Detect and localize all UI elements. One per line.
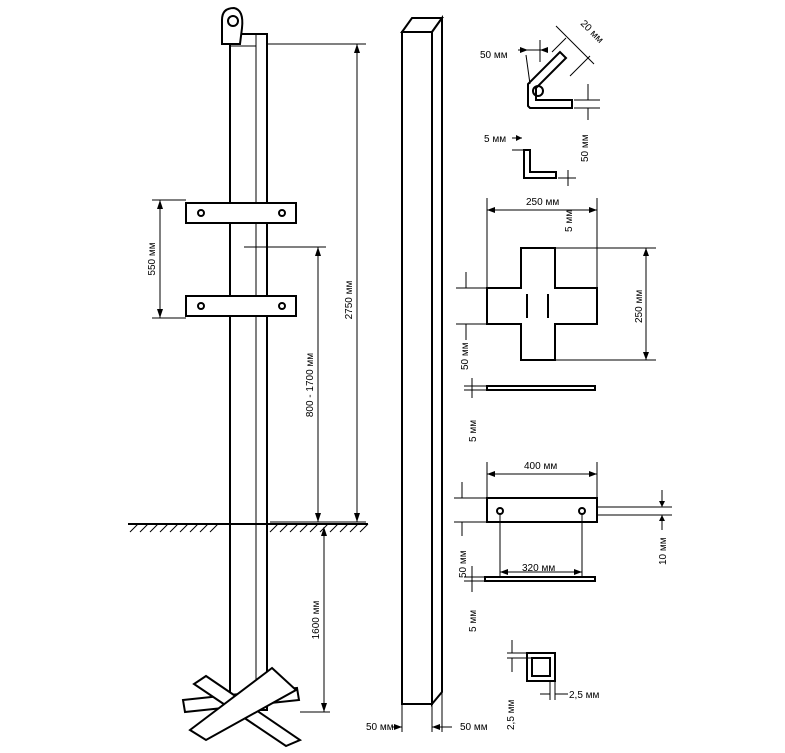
top-hook-hole <box>227 15 239 27</box>
angle-leg-label: 50 мм <box>580 134 591 162</box>
angle-thickness-label: 5 мм <box>484 134 506 145</box>
angle-bracket-hole <box>532 85 544 97</box>
cross-width-label: 250 мм <box>526 197 559 208</box>
bracket-bottom-hole-left <box>197 302 205 310</box>
angle-section <box>523 149 557 179</box>
cross-height-label: 250 мм <box>634 290 645 323</box>
square-tube: 2,5 мм 2,5 мм <box>506 640 600 730</box>
profile-width-right-label: 50 мм <box>460 722 488 733</box>
base-plate-c <box>188 666 298 742</box>
cross-thickness-label: 5 мм <box>468 420 479 442</box>
post-height-label: 2750 мм <box>344 280 355 319</box>
strip-thickness-label: 5 мм <box>468 610 479 632</box>
bracket-top-hole-left <box>197 209 205 217</box>
post-body <box>229 33 268 711</box>
post-assembly: 2750 мм 550 мм 800 - 1700 мм 1600 мм <box>128 6 369 748</box>
strip-plate: 400 мм 320 мм 50 мм 10 мм 5 мм <box>454 461 672 632</box>
strip-length-label: 400 мм <box>524 461 557 472</box>
cross-plate: 250 мм 250 мм 50 мм 5 мм <box>456 197 656 442</box>
strip-edge <box>484 576 596 582</box>
bracket-bottom-hole-right <box>278 302 286 310</box>
bracket-bottom <box>185 295 297 317</box>
tube-wall-label-2: 2,5 мм <box>569 690 600 701</box>
embed-depth-label: 1600 мм <box>311 600 322 639</box>
angle-bracket-shape <box>527 50 573 109</box>
strip-hole-spacing-label: 320 мм <box>522 563 555 574</box>
bracket-height-label: 800 - 1700 мм <box>305 353 316 417</box>
angle-side-label: 50 мм <box>480 50 508 61</box>
cross-plate-shape <box>486 247 598 361</box>
strip-height-label: 50 мм <box>458 550 469 578</box>
strip-hole-offset-label: 10 мм <box>658 537 669 565</box>
angle-thickness-label-2: 5 мм <box>564 210 575 232</box>
cross-plate-edge <box>486 385 596 391</box>
angle-hole-label: 20 мм <box>578 18 605 45</box>
cross-arm-label: 50 мм <box>460 342 471 370</box>
profile-width-left-label: 50 мм <box>366 722 394 733</box>
profile-front-face <box>401 31 433 705</box>
tube-wall-label: 2,5 мм <box>506 699 517 730</box>
bracket-top <box>185 202 297 224</box>
profile-view: 50 мм 50 мм <box>366 14 488 733</box>
brackets-spacing-label: 550 мм <box>147 242 158 275</box>
square-tube-inner <box>531 657 551 677</box>
bracket-top-hole-right <box>278 209 286 217</box>
profile-side-face <box>431 14 443 707</box>
